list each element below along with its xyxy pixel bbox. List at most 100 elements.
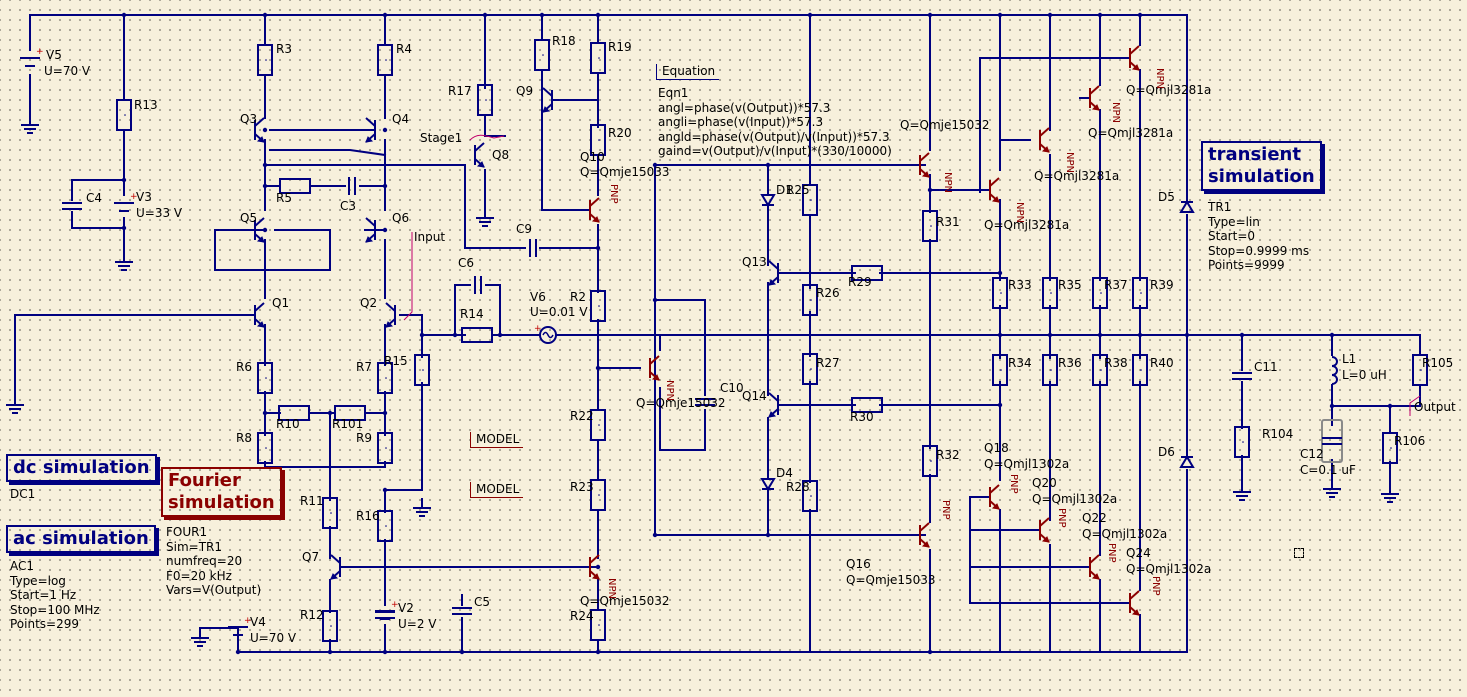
equation-header[interactable]: Equation xyxy=(656,64,720,80)
transistor xyxy=(365,117,376,143)
label-r9: R9 xyxy=(356,431,372,445)
label-stage1: Stage1 xyxy=(420,131,463,145)
transistor xyxy=(919,522,930,548)
resistor-dot xyxy=(930,460,932,462)
dc-simulation-title: dc simulation xyxy=(13,457,150,478)
ac-simulation-box[interactable]: ac simulation xyxy=(6,525,156,553)
label-c5: C5 xyxy=(474,595,491,609)
equation-line: Eqn1 xyxy=(658,86,689,100)
label-r3: R3 xyxy=(276,42,292,56)
junction-dot xyxy=(1137,12,1143,18)
resistor xyxy=(377,510,393,542)
capacitor xyxy=(695,398,715,406)
label-d1: D1 xyxy=(776,183,793,197)
label-v4: V4 xyxy=(250,615,266,629)
resistor-dot xyxy=(598,494,600,496)
resistor xyxy=(322,497,338,529)
junction-dot xyxy=(595,649,601,655)
label-v3-value: U=33 V xyxy=(136,206,183,220)
transistor xyxy=(1039,127,1050,153)
label-r24: R24 xyxy=(570,609,594,623)
resistor-dot xyxy=(1100,369,1102,371)
junction-dot xyxy=(652,162,658,168)
resistor xyxy=(257,362,273,394)
resistor-dot xyxy=(1390,447,1392,449)
label-q3: Q3 xyxy=(240,112,258,126)
junction-dot xyxy=(997,270,1003,276)
ground-icon xyxy=(1233,482,1251,501)
label-q8: Q8 xyxy=(492,148,510,162)
sim-param: Vars=V(Output) xyxy=(166,583,262,598)
label-q16-model: Q=Qmje15033 xyxy=(846,573,936,587)
sim-param: numfreq=20 xyxy=(166,554,243,569)
label-r36: R36 xyxy=(1058,356,1082,370)
port-wires xyxy=(403,134,1421,416)
resistor-dot xyxy=(385,447,387,449)
output-port-wire xyxy=(1409,395,1421,416)
label-r104: R104 xyxy=(1262,427,1294,441)
label-r22: R22 xyxy=(570,409,594,423)
label-q18-type: PNP xyxy=(1008,474,1019,494)
label-v2-value: U=2 V xyxy=(398,617,437,631)
resistor xyxy=(414,354,430,386)
model-block-2[interactable]: MODEL xyxy=(470,482,524,498)
resistor xyxy=(802,284,818,316)
transistor xyxy=(589,197,600,223)
transistor xyxy=(330,554,341,580)
sim-param: DC1 xyxy=(10,487,36,501)
label-q6: Q6 xyxy=(392,211,410,225)
junction-dot xyxy=(595,12,601,18)
junction-dot xyxy=(595,245,601,251)
label-r34: R34 xyxy=(1008,356,1032,370)
sim-param: Stop=0.9999 ms xyxy=(1208,243,1310,258)
label-q24-type: PNP xyxy=(1150,576,1161,596)
plus-sign: + xyxy=(244,616,252,626)
resistor-dot xyxy=(810,368,812,370)
sim-param: F0=20 kHz xyxy=(166,568,232,583)
resistor-dot xyxy=(330,512,332,514)
label-q23-type: NPN xyxy=(1154,68,1165,89)
resistor xyxy=(377,432,393,464)
dc-simulation-box[interactable]: dc simulation xyxy=(6,454,157,482)
capacitor xyxy=(529,239,537,257)
resistor xyxy=(851,265,883,281)
junction-dot xyxy=(1097,12,1103,18)
label-v4-value: U=70 V xyxy=(250,631,297,645)
transistor xyxy=(1129,590,1140,616)
label-r30: R30 xyxy=(850,410,874,424)
resistor-dot xyxy=(598,139,600,141)
resistor-dot xyxy=(598,624,600,626)
ac-simulation-title: ac simulation xyxy=(13,528,149,549)
resistor xyxy=(1412,354,1428,386)
label-q3281-d: Q=Qmjl3281a xyxy=(984,218,1070,232)
resistor xyxy=(477,84,493,116)
label-d5: D5 xyxy=(1158,190,1175,204)
label-r2: R2 xyxy=(570,290,586,304)
label-q3281-c: Q=Qmjl3281a xyxy=(1034,169,1120,183)
model-block-1[interactable]: MODEL xyxy=(470,432,524,448)
junction-dot xyxy=(382,183,388,189)
transistor xyxy=(385,302,396,328)
capacitor xyxy=(1232,372,1252,380)
resistor xyxy=(1042,277,1058,309)
resistor xyxy=(278,405,310,421)
resistor xyxy=(1132,277,1148,309)
resistor xyxy=(590,42,606,74)
wire xyxy=(654,299,706,396)
label-v5-value: U=70 V xyxy=(44,64,91,78)
transistor xyxy=(254,217,265,243)
junction-dot xyxy=(459,649,465,655)
capacitor-c12-selection xyxy=(1321,419,1343,463)
equation-line: gaind=v(Output)/v(Input)*(330/10000) xyxy=(658,144,892,159)
resistor-dot xyxy=(265,59,267,61)
label-r15: R15 xyxy=(384,354,408,368)
transistor xyxy=(1129,45,1140,71)
label-l1: L1 xyxy=(1342,352,1357,366)
ground-icon xyxy=(413,498,431,517)
resistor xyxy=(334,405,366,421)
